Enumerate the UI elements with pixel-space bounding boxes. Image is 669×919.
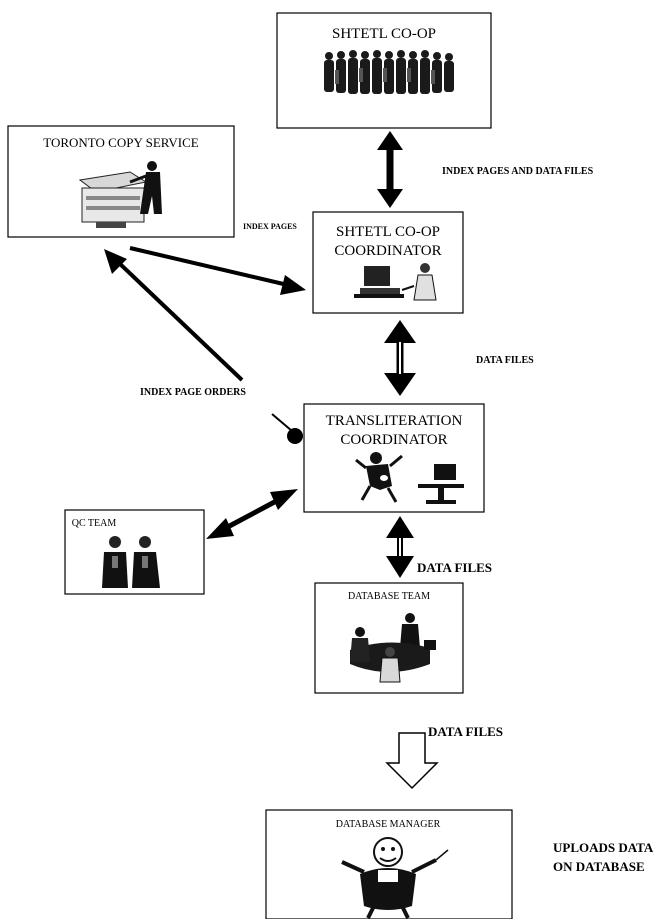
computer-user-icon: [354, 263, 437, 301]
translit-coordinator-title-line1: TRANSLITERATION: [326, 413, 463, 429]
arrow-coordinator-to-translit: [384, 320, 416, 396]
label-data-files-3: DATA FILES: [428, 724, 503, 739]
arrow-coop-to-coordinator: [377, 131, 403, 208]
arrow-copy-to-coordinator: [129, 246, 306, 295]
node-qc-team: QC TEAM: [64, 509, 205, 595]
label-uploads-line1: UPLOADS DATA: [553, 840, 654, 855]
label-uploads-line2: ON DATABASE: [553, 859, 645, 874]
translit-coordinator-box: [303, 403, 485, 513]
label-index-pages: INDEX PAGES: [243, 222, 297, 231]
label-data-files-1: DATA FILES: [476, 355, 534, 366]
node-database-manager: DATABASE MANAGER: [265, 809, 513, 919]
crowd-icon: [324, 50, 454, 94]
qc-team-title: QC TEAM: [72, 518, 117, 529]
workstation-icon: [418, 464, 464, 504]
shtetl-coop-title: SHTETL CO-OP: [332, 26, 436, 42]
node-shtetl-coop-coordinator: SHTETL CO-OP COORDINATOR: [312, 211, 464, 314]
team-at-desk-icon: [350, 613, 436, 683]
connector-knob: [271, 413, 303, 444]
label-index-pages-and-data-files: INDEX PAGES AND DATA FILES: [442, 166, 594, 177]
arrow-index-page-orders: [104, 249, 244, 382]
photocopier-icon: [78, 161, 162, 228]
database-team-title: DATABASE TEAM: [348, 591, 430, 602]
node-shtetl-coop: SHTETL CO-OP: [276, 12, 492, 129]
toronto-copy-title: TORONTO COPY SERVICE: [43, 135, 199, 150]
juggling-figure-icon: [355, 452, 403, 503]
arrow-translit-to-dbteam: [386, 516, 414, 578]
arrow-translit-to-qc: [206, 489, 298, 539]
conductor-figure-icon: [341, 837, 449, 919]
label-data-files-2: DATA FILES: [417, 560, 492, 575]
node-toronto-copy-service: TORONTO COPY SERVICE: [7, 125, 235, 238]
database-manager-title: DATABASE MANAGER: [336, 819, 441, 830]
shtetl-coordinator-title-line2: COORDINATOR: [334, 243, 441, 259]
arrow-dbteam-to-manager: [385, 732, 439, 790]
people-icon: [102, 536, 160, 588]
node-database-team: DATABASE TEAM: [314, 582, 464, 694]
node-transliteration-coordinator: TRANSLITERATION COORDINATOR: [303, 403, 485, 513]
translit-coordinator-title-line2: COORDINATOR: [340, 432, 447, 448]
shtetl-coordinator-title-line1: SHTETL CO-OP: [336, 224, 440, 240]
label-index-page-orders: INDEX PAGE ORDERS: [140, 387, 246, 398]
